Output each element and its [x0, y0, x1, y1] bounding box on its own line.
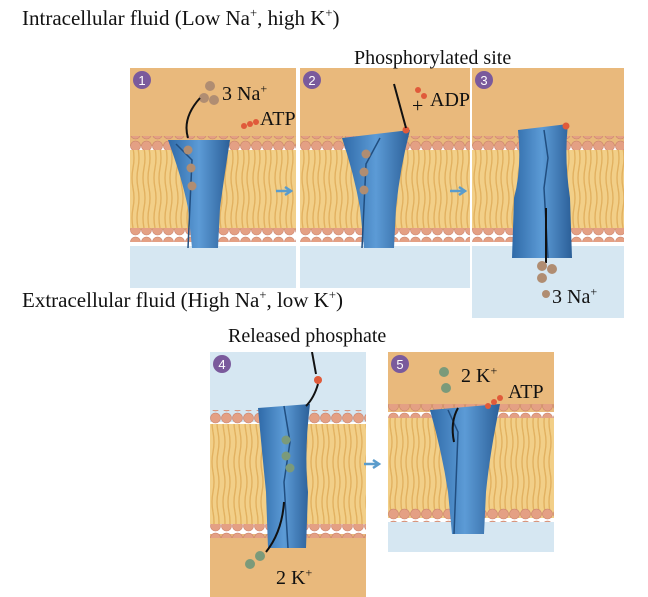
sodium-ion	[361, 149, 371, 159]
label-3-na-top: 3 Na+	[222, 81, 268, 105]
na-plus-sup: +	[250, 6, 258, 20]
phosphate	[402, 126, 410, 134]
sodium-ion	[205, 81, 215, 91]
label-3-na-bottom-text: 3 Na	[552, 286, 591, 308]
pump-protein	[512, 124, 572, 258]
extracellular-title-b: , low K	[266, 288, 329, 312]
potassium-ion	[439, 367, 449, 377]
step-badge-4	[213, 355, 231, 373]
label-adp: ADP	[430, 89, 471, 111]
label-released-phosphate: Released phosphate	[228, 325, 387, 347]
intracellular-title: Intracellular fluid (Low Na+, high K+)	[22, 6, 340, 30]
panel-step-1: 1	[130, 68, 296, 288]
label-2-k-bottom: 2 K+	[276, 565, 313, 589]
intracellular-title-b: , high K	[257, 6, 326, 30]
label-2-k-top-text: 2 K	[461, 365, 491, 387]
sodium-ion	[187, 181, 197, 191]
atp-molecule	[485, 395, 503, 409]
label-2-k-bottom-text: 2 K	[276, 567, 306, 589]
arrow-1-to-2	[276, 185, 294, 197]
step-badge-3	[475, 71, 493, 89]
sodium-ion	[537, 261, 547, 271]
na-plus-sup-2: +	[259, 288, 267, 302]
step-badge-2	[303, 71, 321, 89]
sodium-ion	[547, 264, 557, 274]
intracellular-title-c: )	[332, 6, 340, 30]
label-3-na-bottom: 3 Na+	[552, 284, 598, 308]
extracellular-title: Extracellular fluid (High Na+, low K+)	[22, 288, 343, 312]
potassium-ion	[285, 463, 295, 473]
phosphate	[562, 122, 570, 130]
sodium-ion	[542, 290, 550, 298]
potassium-ion	[281, 451, 291, 461]
sodium-ion	[183, 145, 193, 155]
label-3-na-top-sup: +	[260, 81, 268, 96]
panel-step-5: 5	[388, 352, 554, 552]
label-2-k-bottom-sup: +	[305, 565, 313, 580]
k-plus-sup-2: +	[328, 288, 336, 302]
arrow-2-to-3	[450, 185, 468, 197]
sodium-ion	[537, 273, 547, 283]
potassium-ion	[245, 559, 255, 569]
label-2-k-top: 2 K+	[461, 363, 498, 387]
potassium-ion	[441, 383, 451, 393]
sodium-ion	[359, 185, 369, 195]
step-number-3: 3	[480, 73, 487, 88]
sodium-ion	[186, 163, 196, 173]
released-phosphate-dot	[314, 376, 322, 384]
arrow-4-to-5	[364, 458, 382, 470]
potassium-ion	[281, 435, 291, 445]
label-phosphorylated-site: Phosphorylated site	[354, 47, 512, 69]
panel-step-2: 2	[300, 68, 470, 288]
sodium-ion	[199, 93, 209, 103]
step-badge-5	[391, 355, 409, 373]
atp-molecule	[241, 119, 259, 129]
step-number-4: 4	[218, 357, 225, 372]
sodium-ion	[359, 167, 369, 177]
panel-step-3: 3	[472, 68, 624, 318]
extracellular-title-c: )	[335, 288, 343, 312]
adp-molecule	[415, 87, 427, 99]
step-number-1: 1	[138, 73, 145, 88]
label-3-na-top-text: 3 Na	[222, 83, 261, 105]
label-atp-1: ATP	[260, 108, 296, 130]
potassium-ion	[255, 551, 265, 561]
pump-protein	[258, 404, 310, 548]
label-2-k-top-sup: +	[490, 363, 498, 378]
extracellular-title-a: Extracellular fluid (High Na	[22, 288, 260, 312]
step-badge-1	[133, 71, 151, 89]
k-plus-sup: +	[325, 6, 333, 20]
pump-protein	[168, 140, 230, 248]
step-number-5: 5	[396, 357, 403, 372]
label-3-na-bottom-sup: +	[590, 284, 598, 299]
sodium-ion	[209, 95, 219, 105]
step-number-2: 2	[308, 73, 315, 88]
label-atp-2: ATP	[508, 381, 544, 403]
label-plus: +	[412, 95, 424, 117]
pump-protein	[430, 404, 500, 534]
pump-protein	[342, 130, 410, 248]
intracellular-title-a: Intracellular fluid (Low Na	[22, 6, 250, 30]
panel-step-4: 4	[210, 352, 366, 597]
